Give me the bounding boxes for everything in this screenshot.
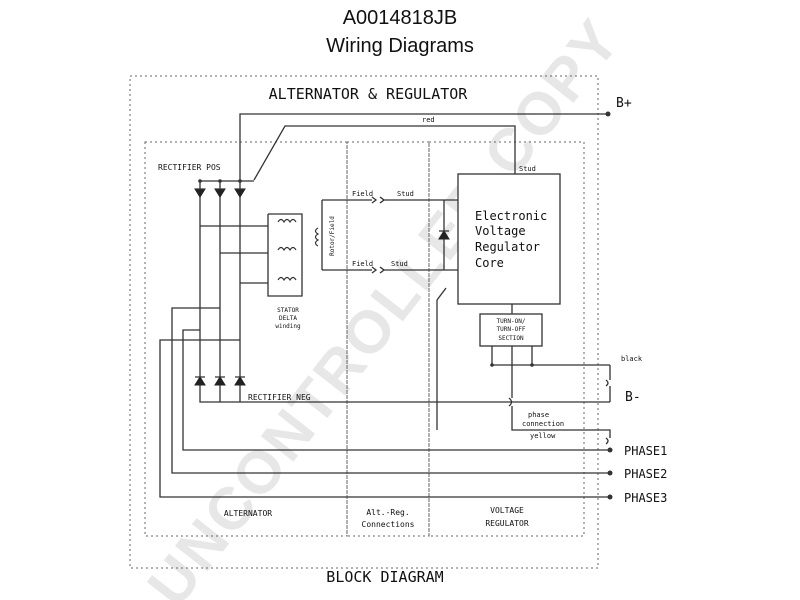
rotor-coil-icon <box>314 227 320 247</box>
outer-box-top-label: ALTERNATOR & REGULATOR <box>269 85 469 103</box>
stator-label-1: STATOR <box>277 307 299 314</box>
stator-winding <box>200 213 303 297</box>
b-plus-terminal-label: B+ <box>616 96 632 111</box>
phase3-terminal-label: PHASE3 <box>624 491 667 505</box>
stator-label-3: winding <box>275 323 301 330</box>
turn-on-line-2: TURN-OFF <box>497 326 526 333</box>
red-wire <box>253 125 516 181</box>
pos-diode-1-icon <box>194 188 206 198</box>
stator-coil-1-icon <box>277 218 297 224</box>
phase2-terminal-label: PHASE2 <box>624 467 667 481</box>
phase-connection-wire <box>508 346 611 445</box>
stud-top-label: Stud <box>397 190 414 198</box>
turn-on-line-3: SECTION <box>498 335 524 342</box>
field-diode-icon <box>438 230 450 240</box>
connections-section-box <box>346 141 430 537</box>
regulator-core-line-1: Electronic <box>475 209 547 223</box>
rectifier-pos-label: RECTIFIER POS <box>158 163 221 172</box>
stator-coil-2-icon <box>277 246 297 252</box>
regulator-section-box <box>428 141 585 537</box>
stator-label-2: DELTA <box>279 315 297 322</box>
neg-diode-2-icon <box>214 376 226 386</box>
connections-section-label-2: Connections <box>362 520 415 529</box>
part-number-title: A0014818JB <box>343 7 458 29</box>
rectifier-neg-bridge <box>194 376 246 386</box>
regulator-core-line-4: Core <box>475 256 504 270</box>
neg-diode-3-icon <box>234 376 246 386</box>
rectifier-pos-bridge <box>194 179 610 403</box>
regulator-core-line-3: Regulator <box>475 240 540 254</box>
field-top-label: Field <box>352 190 373 198</box>
regulator-core-box <box>457 173 561 305</box>
alternator-section-box <box>144 141 348 537</box>
phase3-wire <box>159 339 613 500</box>
phase1-wire <box>182 329 613 453</box>
pos-diode-3-icon <box>234 188 246 198</box>
phase2-wire <box>171 307 613 476</box>
connections-section-label-1: Alt.-Reg. <box>366 508 409 517</box>
turn-on-line-1: TURN-ON/ <box>497 318 526 325</box>
turn-on-section-box <box>479 313 543 347</box>
red-wire-label: red <box>422 116 435 124</box>
rotor-field <box>314 200 323 270</box>
b-plus-wire <box>239 111 611 181</box>
phase-connection-label-1: phase <box>528 411 549 419</box>
diagram-subtitle: Wiring Diagrams <box>326 35 474 57</box>
neg-diode-1-icon <box>194 376 206 386</box>
yellow-wire-label: yellow <box>530 432 556 440</box>
regulator-core-line-2: Voltage <box>475 224 526 238</box>
phase-connection-label-2: connection <box>522 420 564 428</box>
outer-box-bottom-label: BLOCK DIAGRAM <box>326 568 443 586</box>
regulator-switch <box>436 287 447 301</box>
rotor-field-label: Rotor/Field <box>329 216 336 256</box>
field-wires <box>322 196 458 274</box>
field-bottom-label: Field <box>352 260 373 268</box>
black-wire-label: black <box>621 355 643 363</box>
regulator-section-label-2: REGULATOR <box>485 519 529 528</box>
phase1-terminal-label: PHASE1 <box>624 444 667 458</box>
regulator-stud-label: Stud <box>519 165 536 173</box>
alternator-section-label: ALTERNATOR <box>224 509 272 518</box>
stud-bottom-label: Stud <box>391 260 408 268</box>
rectifier-neg-label: RECTIFIER NEG <box>248 393 311 402</box>
stator-coil-3-icon <box>277 276 297 282</box>
pos-diode-2-icon <box>214 188 226 198</box>
b-minus-terminal-label: B- <box>625 390 641 405</box>
regulator-section-label-1: VOLTAGE <box>490 506 524 515</box>
b-minus-wire <box>490 346 611 402</box>
